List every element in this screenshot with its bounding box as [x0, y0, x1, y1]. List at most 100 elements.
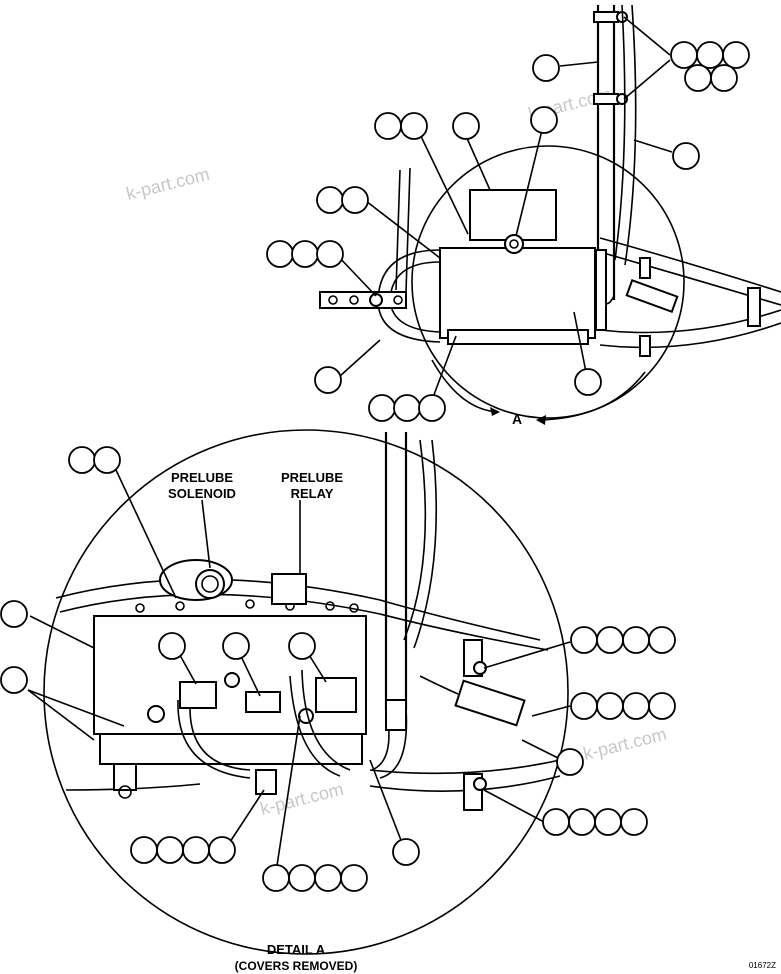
callout-bubble — [341, 186, 369, 214]
harness-curve-2 — [59, 593, 549, 651]
grommet-inner — [509, 239, 519, 249]
box-side — [595, 249, 607, 331]
callout-bubble — [594, 808, 622, 836]
callout-bubble — [530, 106, 558, 134]
detail-hose — [403, 439, 438, 649]
detail-circle-top — [411, 145, 685, 419]
callout-bubble — [93, 446, 121, 474]
callout-bubble — [208, 836, 236, 864]
solenoid-face — [195, 569, 225, 599]
detail-view — [43, 429, 569, 955]
callout-bubble — [696, 41, 724, 69]
callout-bubble — [620, 808, 648, 836]
left-wire-vertical — [395, 167, 411, 293]
detail-box-foot — [113, 763, 137, 791]
prelube-relay-label-1: PRELUBE — [281, 470, 343, 485]
box-base — [447, 329, 589, 345]
view-arrow-left — [431, 359, 499, 413]
detail-connector — [454, 679, 526, 727]
view-arrow-right — [539, 371, 646, 421]
pressure-switch-right — [315, 677, 357, 713]
leader-line — [431, 335, 457, 401]
callout-bubble — [568, 808, 596, 836]
tube-right — [289, 669, 351, 777]
callout-bubble — [542, 808, 570, 836]
detail-circle — [43, 429, 569, 955]
prelube-relay-label-2: RELAY — [291, 486, 334, 501]
box-cover — [469, 189, 557, 241]
callout-bubble — [556, 748, 584, 776]
hose-right — [614, 4, 637, 266]
prelube-solenoid-label-1: PRELUBE — [171, 470, 233, 485]
terminal-4 — [393, 295, 403, 305]
leader-line — [369, 759, 405, 849]
harness-clamp-right — [747, 287, 761, 327]
callout-bubble — [316, 240, 344, 268]
prelube-solenoid-label-2: SOLENOID — [168, 486, 236, 501]
callout-bubble — [0, 666, 28, 694]
hardware-circle — [245, 599, 255, 609]
fitting-left — [147, 705, 165, 723]
callout-bubble — [400, 112, 428, 140]
terminal-1 — [328, 295, 338, 305]
callout-bubble — [648, 626, 676, 654]
callout-bubble — [314, 864, 342, 892]
prelube-relay — [271, 573, 307, 605]
harness-connector — [625, 278, 679, 314]
leader-line — [335, 253, 377, 297]
detail-pipe — [384, 432, 408, 710]
callout-bubble — [452, 112, 480, 140]
detail-pipe-fitting — [385, 699, 407, 731]
watermark-1: k-part.com — [124, 164, 211, 204]
leader-line — [339, 339, 381, 377]
callout-bubble — [222, 632, 250, 660]
hardware-circle — [325, 601, 335, 611]
drawing-number: 01672Z — [749, 961, 776, 970]
callout-bubble — [374, 112, 402, 140]
callout-bubble — [418, 394, 446, 422]
leader-line — [29, 615, 95, 649]
leader-line — [115, 469, 177, 599]
leader-line — [531, 705, 571, 717]
callout-bubbles — [0, 41, 750, 892]
detail-callout-leaders — [27, 469, 571, 873]
tube-left — [177, 699, 251, 779]
leader-line — [623, 59, 671, 100]
pipe-clamp-2 — [593, 93, 619, 105]
pipe-clamp-1 — [593, 11, 619, 23]
leader-line — [633, 139, 673, 153]
callout-bubble — [684, 64, 712, 92]
leader-line — [521, 739, 559, 759]
callout-bubble — [0, 600, 28, 628]
callout-bubble — [291, 240, 319, 268]
view-marker-label: A — [512, 411, 522, 427]
pressure-switch-mid — [245, 691, 281, 713]
leader-line — [365, 200, 441, 259]
detail-subtitle: (COVERS REMOVED) — [235, 959, 358, 973]
callout-bubble — [156, 836, 184, 864]
callout-bubble — [288, 864, 316, 892]
detail-box-base — [99, 733, 363, 765]
callout-bubble — [393, 394, 421, 422]
callout-bubble — [574, 368, 602, 396]
leader-line — [483, 641, 571, 669]
detail-foot-nut — [118, 785, 132, 799]
leader-line — [573, 311, 587, 373]
leader-line — [465, 135, 491, 191]
callout-bubble — [316, 186, 344, 214]
callout-bubble — [596, 692, 624, 720]
callout-bubble — [670, 41, 698, 69]
hardware-circle — [135, 603, 145, 613]
leader-line — [623, 16, 671, 56]
callout-bubble — [596, 626, 624, 654]
callout-bubble — [158, 632, 186, 660]
leader-line — [27, 689, 125, 727]
harness-clamp-upper — [639, 257, 651, 279]
callout-bubble — [648, 692, 676, 720]
callout-bubble — [622, 692, 650, 720]
callout-bubble — [314, 366, 342, 394]
callout-bubble — [266, 240, 294, 268]
hardware-circle — [175, 601, 185, 611]
callout-bubble — [672, 142, 700, 170]
